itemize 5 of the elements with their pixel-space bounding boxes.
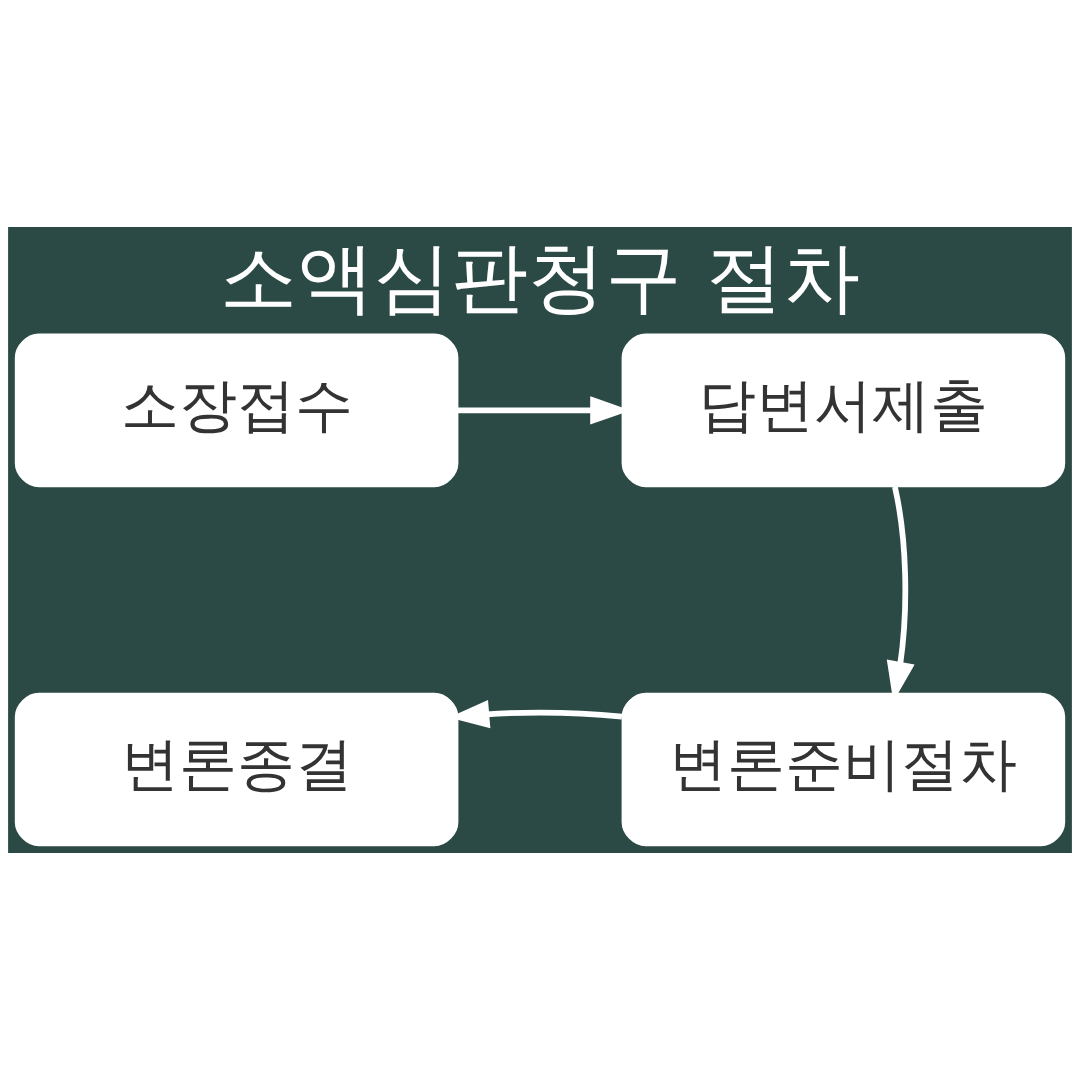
node-box: 소장접수 [14, 333, 459, 488]
node-box: 변론종결 [14, 692, 459, 847]
node-box: 변론준비절차 [621, 692, 1066, 847]
node-box: 답변서제출 [621, 333, 1066, 488]
diagram-title: 소액심판청구 절차 [219, 232, 861, 322]
